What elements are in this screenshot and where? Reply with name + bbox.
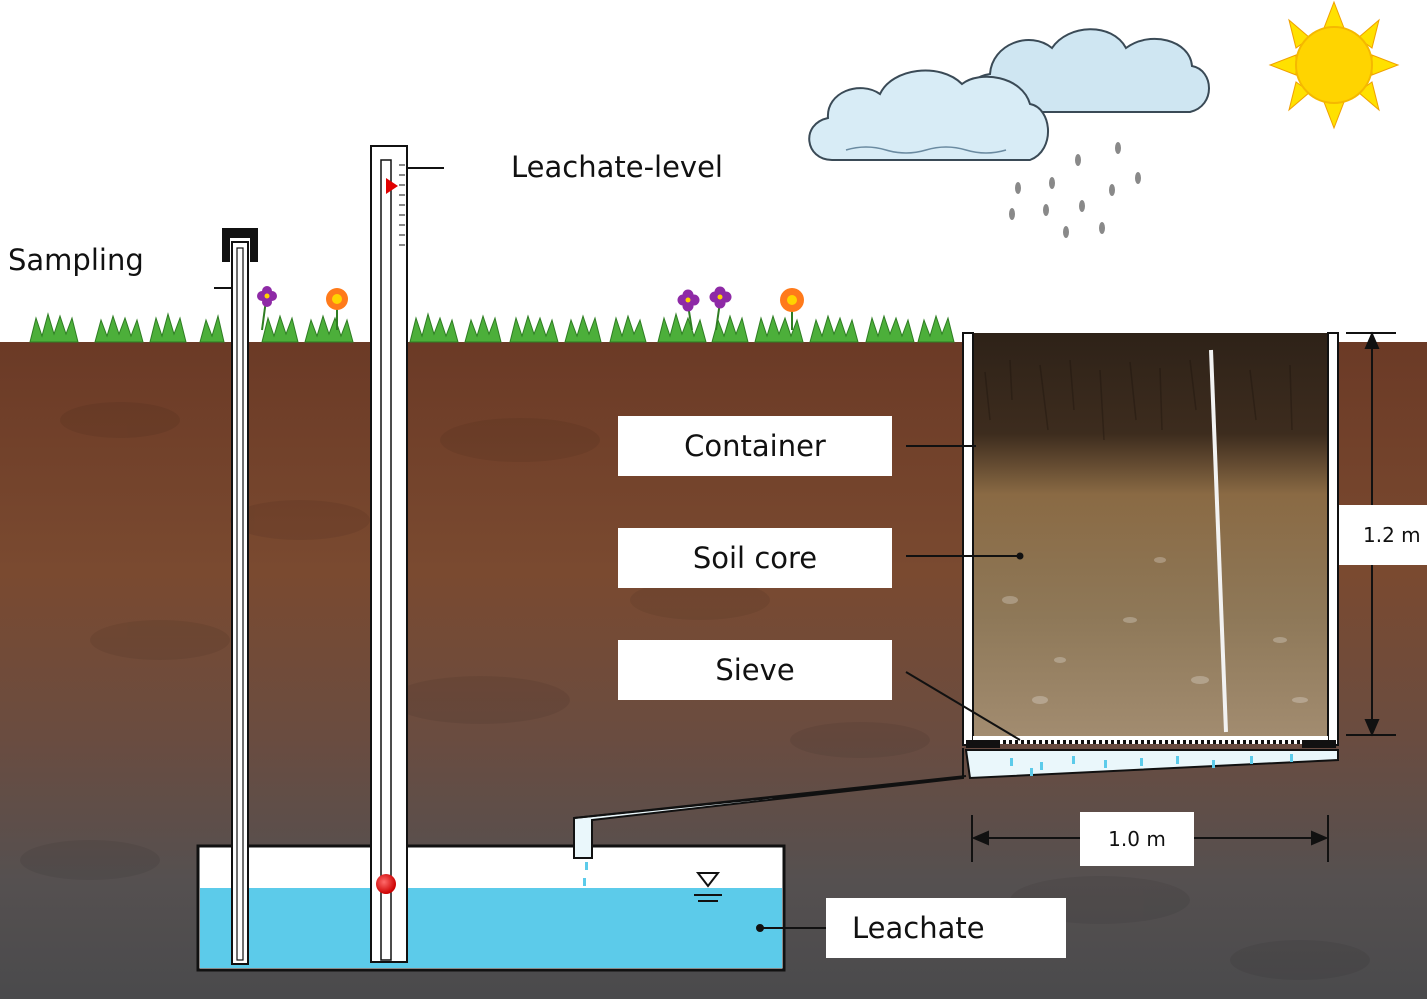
- flower-purple-2: [677, 289, 700, 331]
- sampling-label: Sampling: [8, 243, 144, 277]
- container-label: Container: [618, 416, 892, 476]
- leachate-label: Leachate: [826, 898, 1066, 958]
- soil-core: [973, 333, 1328, 737]
- sampling-tube: [214, 228, 258, 965]
- sieve-label: Sieve: [618, 640, 892, 700]
- soil-core-label: Soil core: [618, 528, 892, 588]
- sun-icon: [1268, 0, 1400, 130]
- flower-orange-1: [326, 288, 348, 330]
- drain-pipe: [573, 748, 1339, 886]
- sieve-plate: [966, 736, 1336, 748]
- leachate-level-label: Leachate-level: [511, 150, 723, 184]
- water-level-symbol: [694, 872, 722, 902]
- width-dimension-label: 1.0 m: [1080, 812, 1194, 866]
- grass-strip: [29, 312, 955, 343]
- leachate-water: [200, 888, 782, 968]
- leader-lines: [756, 445, 1024, 932]
- flower-purple-3: [709, 286, 732, 331]
- rain-drops: [1009, 142, 1141, 238]
- cloud-back-icon: [965, 28, 1210, 113]
- measuring-rod: [1209, 349, 1228, 733]
- leachate-level-tube: [370, 145, 444, 963]
- flower-purple-1: [257, 286, 277, 331]
- cloud-front-icon: [808, 69, 1049, 161]
- leachate-tank: [196, 844, 786, 972]
- height-dimension-label: 1.2 m: [1339, 505, 1427, 565]
- float-bulb: [376, 874, 396, 894]
- flower-orange-2: [780, 288, 804, 330]
